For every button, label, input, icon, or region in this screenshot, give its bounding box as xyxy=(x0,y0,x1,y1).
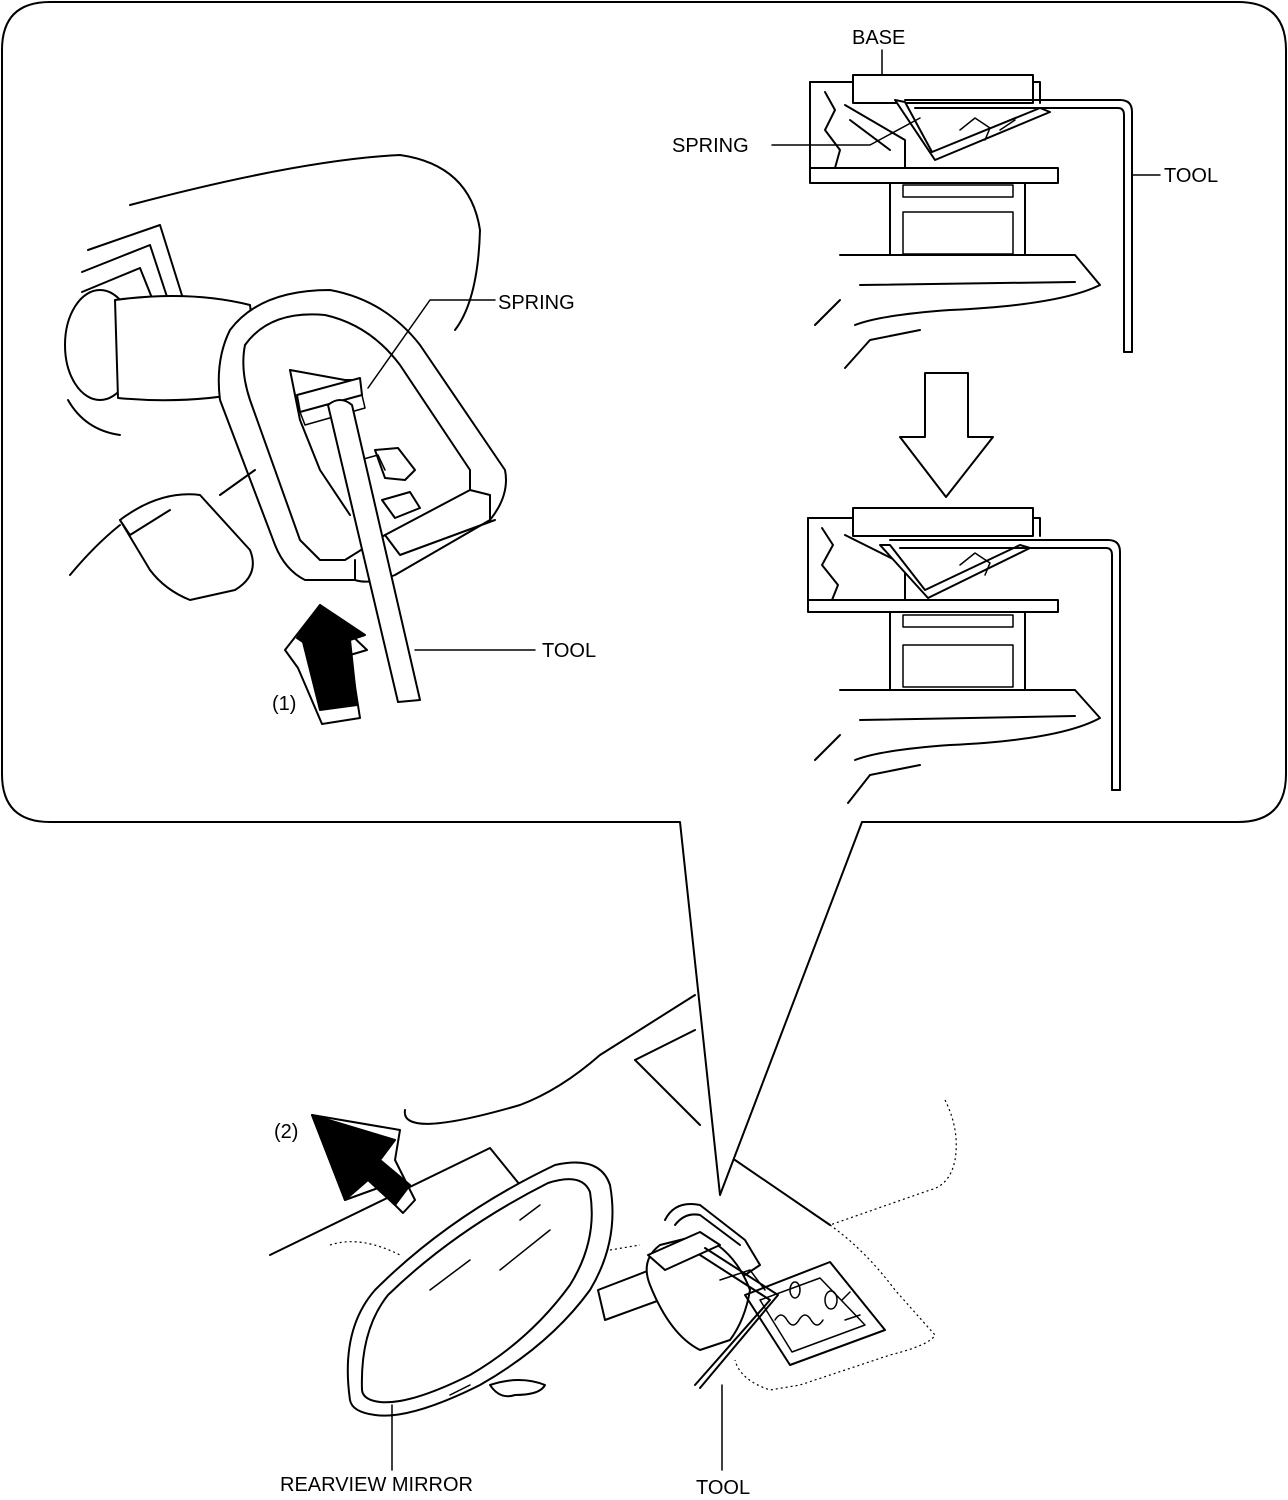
tool-label-overview: TOOL xyxy=(696,1477,750,1499)
hollow-down-arrow xyxy=(899,372,994,498)
mount-closeup xyxy=(64,154,507,703)
rearview-mirror-label: REARVIEW MIRROR xyxy=(280,1474,473,1496)
section-before xyxy=(809,74,1133,369)
leader-lines xyxy=(367,49,1161,1471)
step-1-label: (1) xyxy=(272,693,296,715)
push-up-arrow xyxy=(284,604,368,725)
step-2-label: (2) xyxy=(274,1121,298,1143)
base-label: BASE xyxy=(852,27,905,49)
overview xyxy=(269,994,957,1417)
spring-label-closeup: SPRING xyxy=(498,292,575,314)
tool-label-closeup: TOOL xyxy=(542,640,596,662)
spring-label-section: SPRING xyxy=(672,135,749,157)
pull-out-arrow xyxy=(311,1114,416,1214)
tool-label-section: TOOL xyxy=(1164,165,1218,187)
section-after xyxy=(807,507,1121,804)
